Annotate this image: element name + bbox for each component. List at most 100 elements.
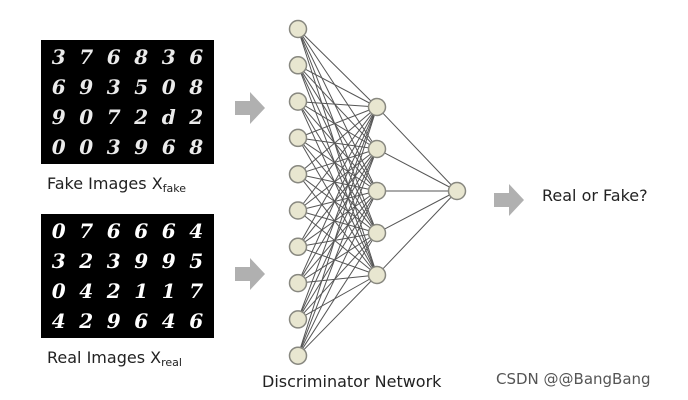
network-edge <box>297 232 378 356</box>
network-edge <box>297 232 378 248</box>
fake-digit: 5 <box>134 75 149 99</box>
network-edge <box>297 28 378 150</box>
fake-digit: 8 <box>134 45 149 69</box>
fake-digit: 8 <box>189 75 204 99</box>
hidden-node <box>367 97 387 117</box>
fake-digit: 6 <box>189 45 204 69</box>
network-edge <box>297 64 378 150</box>
real-digit: 4 <box>161 309 176 333</box>
fake-digit: 7 <box>79 45 94 69</box>
network-edge <box>297 101 378 150</box>
input-node <box>288 164 308 184</box>
real-digit: 9 <box>134 249 149 273</box>
arrow-real-to-network-icon <box>235 258 265 290</box>
fake-digit: 3 <box>106 135 121 159</box>
input-node <box>288 201 308 220</box>
fake-digit: 9 <box>79 75 94 99</box>
network-edge <box>297 246 378 276</box>
network-edge <box>297 190 378 284</box>
fake-digit: 0 <box>79 105 94 129</box>
input-node <box>288 310 308 329</box>
network-edge <box>297 148 378 248</box>
fake-digit: 3 <box>51 45 66 69</box>
real-digit: 4 <box>51 309 66 333</box>
network-edge <box>297 65 378 276</box>
fake-digit: 3 <box>161 45 176 69</box>
network-edge <box>297 28 378 234</box>
network-edge <box>297 106 378 175</box>
network-edge <box>297 137 378 234</box>
network-edge <box>297 148 378 175</box>
network-edge <box>297 148 378 356</box>
network-edge <box>297 173 378 276</box>
arrow-fake-to-network-icon <box>235 92 265 124</box>
network-edge <box>297 210 378 276</box>
network-edge <box>297 148 378 284</box>
input-node <box>288 56 308 75</box>
real-digit: 2 <box>79 309 94 333</box>
network-edge <box>297 274 378 284</box>
network-edge <box>297 274 378 357</box>
real-digit: 7 <box>79 219 94 243</box>
discriminator-network-label: Discriminator Network <box>262 372 442 391</box>
network-edge <box>297 190 378 356</box>
network-edge <box>297 106 378 284</box>
real-digit: 6 <box>189 309 204 333</box>
network-edges <box>297 28 458 357</box>
network-edge <box>297 101 378 276</box>
network-edge <box>376 148 458 192</box>
real-digit: 5 <box>189 249 204 273</box>
input-node <box>288 92 308 111</box>
network-nodes <box>288 19 467 365</box>
real-digit: 0 <box>51 219 66 243</box>
real-digit: 9 <box>106 309 121 333</box>
real-digit: 2 <box>106 279 121 303</box>
input-node <box>288 273 308 293</box>
input-node <box>288 346 308 365</box>
network-edge <box>297 232 378 284</box>
real-digit: 1 <box>161 279 176 303</box>
network-edge <box>297 137 378 276</box>
real-digit: 1 <box>134 279 149 303</box>
network-edge <box>297 101 378 108</box>
network-edge <box>376 106 458 192</box>
network-edge <box>297 106 378 248</box>
real-digit: 6 <box>134 309 149 333</box>
network-edge <box>297 148 378 211</box>
real-digit: 9 <box>161 249 176 273</box>
network-edge <box>297 210 378 234</box>
network-edge <box>297 190 378 211</box>
real-digit: 0 <box>51 279 66 303</box>
network-edge <box>297 106 378 320</box>
input-node <box>288 19 308 39</box>
arrow-network-to-output-icon <box>494 184 524 216</box>
real-digit: 2 <box>79 249 94 273</box>
fake-digit: 8 <box>189 135 204 159</box>
network-edge <box>297 65 378 192</box>
real-digit: 4 <box>79 279 94 303</box>
real-digit: 4 <box>189 219 204 243</box>
input-node <box>288 128 308 148</box>
network-edge <box>297 232 378 320</box>
fake-digit: 6 <box>51 75 66 99</box>
fake-digit: 2 <box>134 105 149 129</box>
fake-digit: 0 <box>161 75 176 99</box>
network-edge <box>297 106 378 211</box>
network-edge <box>297 28 378 276</box>
hidden-node <box>367 181 387 201</box>
network-edge <box>297 64 378 108</box>
fake-digit: 9 <box>51 105 66 129</box>
fake-digit: 6 <box>106 45 121 69</box>
fake-digit: 6 <box>161 135 176 159</box>
network-edge <box>297 274 378 320</box>
real-digit: 6 <box>161 219 176 243</box>
output-node <box>447 181 467 201</box>
real-digit: 3 <box>51 249 66 273</box>
fake-digit: 7 <box>106 105 121 129</box>
network-edge <box>297 28 378 108</box>
network-edge <box>297 148 378 320</box>
hidden-node <box>367 265 387 285</box>
network-edge <box>376 190 458 234</box>
